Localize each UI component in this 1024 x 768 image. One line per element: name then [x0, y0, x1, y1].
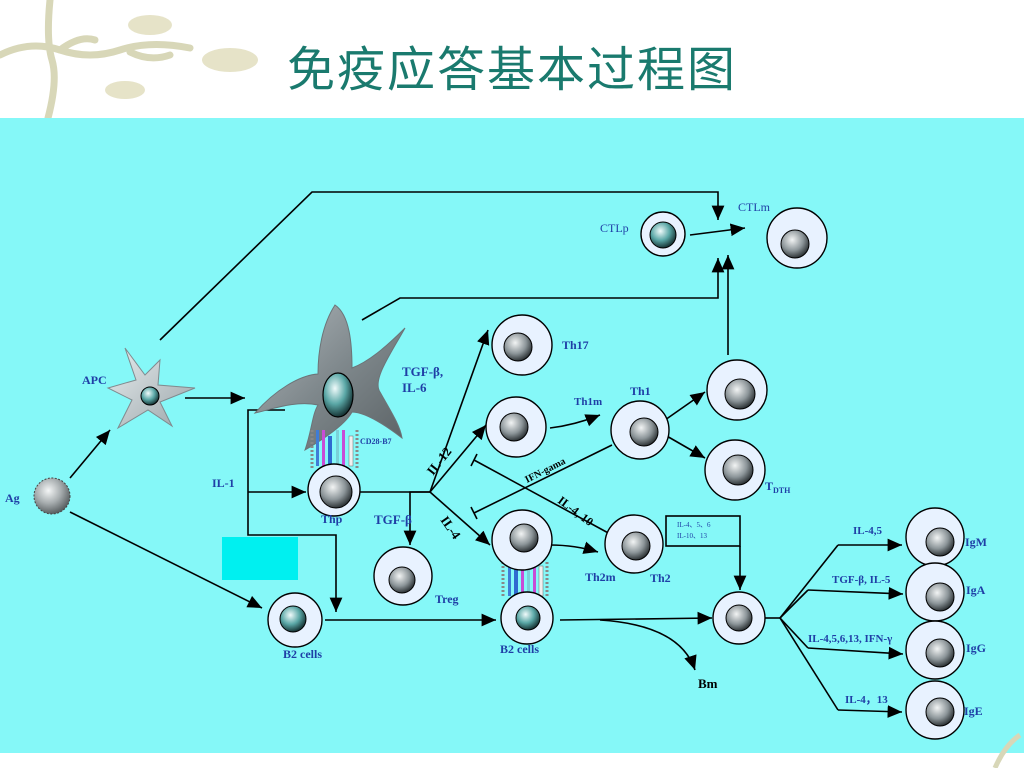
th2-cell — [604, 514, 664, 574]
ctl-effector-cell — [706, 359, 768, 421]
th1-precursor-cell — [485, 396, 547, 458]
label-tgf-il5: TGF-β, IL-5 — [832, 574, 891, 586]
label-il4-10: IL-4, 10 — [555, 493, 596, 529]
label-tdth: TDTH — [765, 479, 791, 495]
igg-cell — [905, 620, 965, 680]
th17-cell — [491, 314, 553, 376]
label-tgf-il6-line2: IL-6 — [402, 380, 427, 395]
label-il4-13: IL-4，13 — [845, 694, 888, 706]
label-il45: IL-4,5 — [853, 525, 883, 537]
igm-cell — [905, 507, 965, 567]
label-iga: IgA — [966, 583, 986, 597]
label-tgf-b: TGF-β — [374, 512, 412, 527]
label-th2m: Th2m — [585, 570, 616, 584]
label-il4: IL-4 — [438, 513, 465, 542]
th1-cell — [610, 400, 670, 460]
label-il4-5-6-13: IL-4,5,6,13, IFN-γ — [808, 633, 892, 645]
iga-cell — [905, 562, 965, 622]
label-ctlm: CTLm — [738, 200, 771, 214]
label-igg: IgG — [966, 641, 986, 655]
label-igm: IgM — [965, 535, 987, 549]
label-il1: IL-1 — [212, 476, 235, 490]
dendritic-cell — [253, 304, 406, 468]
label-ige: IgE — [964, 704, 983, 718]
label-box-line1: IL-4、5、6 — [677, 521, 711, 529]
thp-cell — [307, 463, 361, 517]
th2-precursor-cell — [491, 509, 553, 598]
antigen-cell — [33, 477, 71, 515]
label-cd28: CD28-B7 — [360, 437, 392, 446]
ctlm-cell — [766, 207, 828, 269]
apc-cell — [106, 347, 196, 430]
vine-decoration — [0, 0, 258, 120]
label-thp: Thp — [321, 512, 343, 526]
highlight-box — [222, 537, 298, 580]
label-th1m: Th1m — [574, 396, 602, 408]
label-ag: Ag — [5, 491, 20, 505]
ige-cell — [905, 680, 965, 740]
label-th1: Th1 — [630, 384, 651, 398]
connector-lines — [69, 191, 904, 718]
ctlp-cell — [640, 211, 686, 257]
b2-cell-left — [267, 592, 323, 648]
treg-cell — [373, 546, 433, 606]
label-apc: APC — [82, 373, 107, 387]
label-tgf-il6-line1: TGF-β, — [402, 364, 443, 379]
plasma-cell — [712, 591, 766, 645]
label-il12: IL-12 — [424, 444, 455, 478]
label-box-line2: IL-10、13 — [677, 532, 707, 540]
label-th2: Th2 — [650, 571, 671, 585]
label-bm: Bm — [698, 676, 718, 691]
label-b2-left: B2 cells — [283, 647, 322, 661]
label-ctlp: CTLp — [600, 221, 629, 235]
b2-cell-mid — [500, 591, 554, 645]
label-th17: Th17 — [562, 338, 589, 352]
slide-title: 免疫应答基本过程图 — [286, 42, 737, 98]
label-b2-mid: B2 cells — [500, 642, 539, 656]
label-treg: Treg — [435, 592, 459, 606]
tdth-cell — [704, 439, 766, 501]
